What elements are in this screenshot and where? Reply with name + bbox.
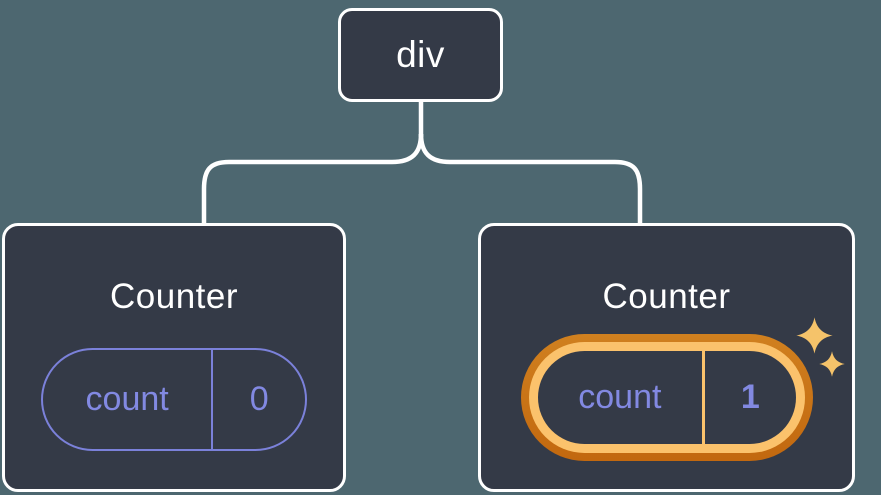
root-node-label: div [396, 34, 445, 75]
state-value: 1 [740, 378, 760, 416]
state-key-label: count [538, 351, 706, 444]
state-pill: count 0 [41, 348, 307, 451]
component-title: Counter [602, 277, 731, 316]
tree-node-div: div [338, 8, 503, 102]
state-pill-highlight-ring-inner: count 1 [528, 342, 805, 453]
component-title: Counter [109, 277, 239, 316]
state-key-label: count [43, 350, 214, 449]
component-card-counter-right: Counter count 1 [478, 223, 855, 492]
state-value: 0 [249, 380, 269, 418]
connector-branch-right [418, 133, 643, 226]
state-pill-highlighted: count 1 [537, 351, 796, 444]
connector-branch-left [201, 133, 424, 226]
state-pill-highlight-ring: count 1 [520, 334, 813, 461]
component-card-counter-left: Counter count 0 [2, 223, 346, 492]
